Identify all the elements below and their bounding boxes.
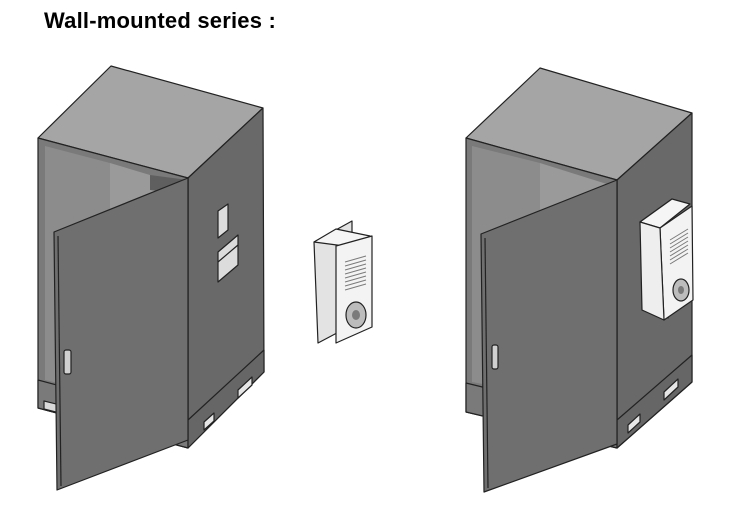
- cabinet-with-mounted-unit: [465, 67, 694, 493]
- page-title: Wall-mounted series :: [44, 8, 276, 33]
- cabinet-with-cutouts: [37, 65, 265, 491]
- air-conditioner-unit: [313, 220, 373, 344]
